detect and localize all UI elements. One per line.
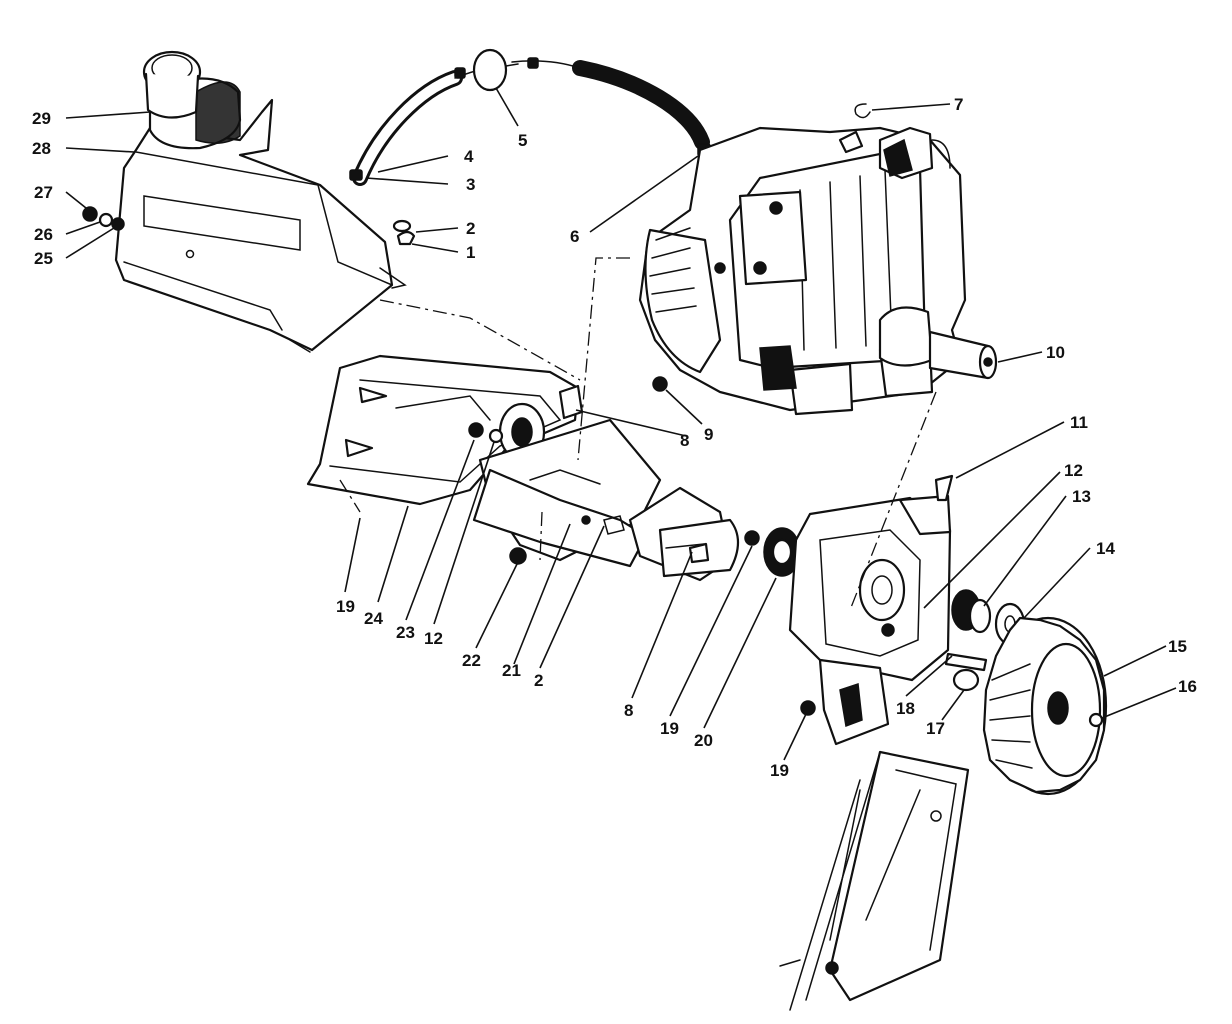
callout-19-bottom: 19 [770, 761, 789, 780]
fuel-tank [114, 98, 407, 353]
callout-25: 25 [34, 249, 53, 268]
callout-19-left: 19 [336, 597, 355, 616]
callout-24: 24 [364, 609, 383, 628]
retaining-clip [854, 103, 871, 119]
callout-13: 13 [1072, 487, 1091, 506]
callout-17: 17 [926, 719, 945, 738]
drive-gear [881, 589, 1026, 692]
callout-20: 20 [694, 731, 713, 750]
callout-7: 7 [954, 95, 963, 114]
callout-15: 15 [1168, 637, 1187, 656]
callout-18: 18 [896, 699, 915, 718]
callout-3: 3 [466, 175, 475, 194]
callout-27: 27 [34, 183, 53, 202]
callout-9: 9 [704, 425, 713, 444]
callout-labels: 29 28 27 26 25 5 4 3 2 1 7 6 10 8 9 11 1… [32, 95, 1197, 780]
callout-11: 11 [1070, 413, 1088, 432]
assembly-lines [339, 257, 937, 611]
callout-12-right: 12 [1064, 461, 1083, 480]
gear-housing [788, 474, 954, 746]
callout-1: 1 [466, 243, 475, 262]
leader-lines [65, 87, 1177, 761]
tank-fasteners [82, 206, 125, 231]
fuel-filter [454, 48, 539, 92]
wheel [982, 616, 1108, 796]
callout-5: 5 [518, 131, 527, 150]
callout-16: 16 [1178, 677, 1197, 696]
callout-2-bottom: 2 [534, 671, 543, 690]
callout-26: 26 [34, 225, 53, 244]
callout-12-left: 12 [424, 629, 443, 648]
callout-22: 22 [462, 651, 481, 670]
callout-28: 28 [32, 139, 51, 158]
callout-14: 14 [1096, 539, 1115, 558]
hose-clamps [349, 143, 711, 246]
callout-4: 4 [464, 147, 474, 166]
callout-2-top: 2 [466, 219, 475, 238]
axle-tube [628, 486, 801, 582]
callout-10: 10 [1046, 343, 1065, 362]
fuel-hose [352, 60, 710, 186]
engine [638, 126, 998, 416]
lower-frame [779, 750, 970, 1011]
callout-8-top: 8 [680, 431, 689, 450]
callout-8-bottom: 8 [624, 701, 633, 720]
callout-29: 29 [32, 109, 51, 128]
callout-23: 23 [396, 623, 415, 642]
callout-21: 21 [502, 661, 521, 680]
fuel-cap [142, 50, 242, 150]
callout-19-mid: 19 [660, 719, 679, 738]
callout-6: 6 [570, 227, 579, 246]
